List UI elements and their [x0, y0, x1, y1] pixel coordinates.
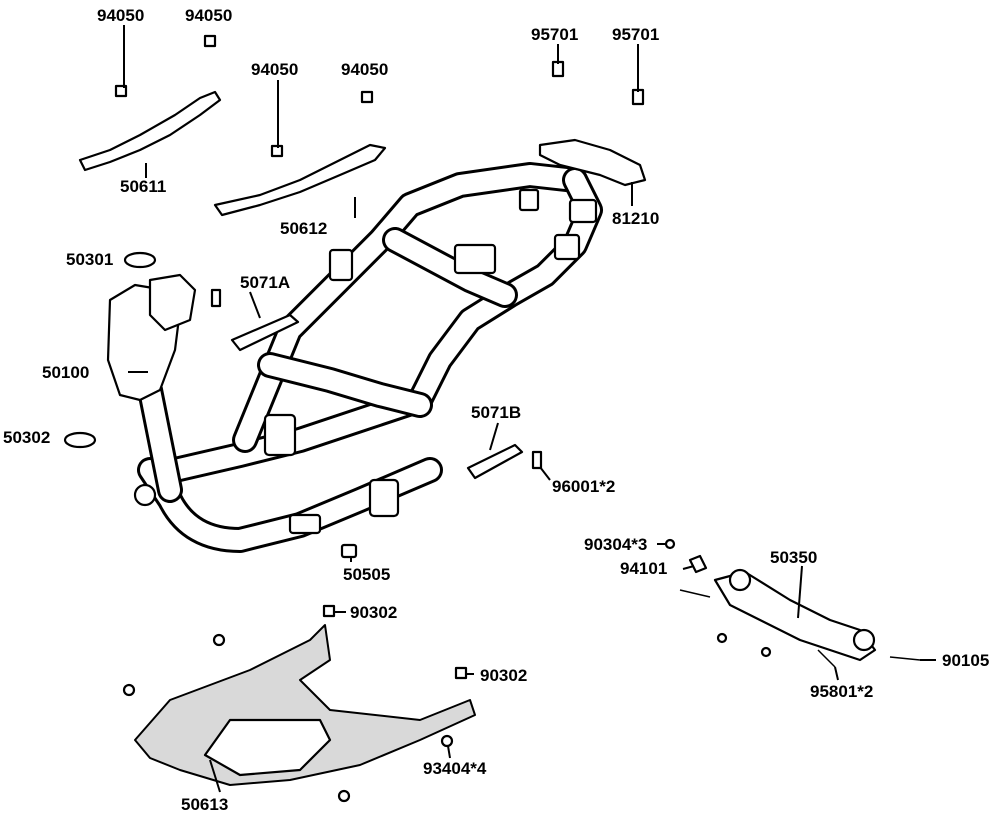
- label-95701-b: 95701: [612, 25, 659, 44]
- under-cover-50613: [122, 604, 476, 803]
- bracket-50612: [213, 143, 387, 217]
- engine-hanger-50350: [664, 538, 921, 668]
- label-5071B: 5071B: [471, 403, 521, 422]
- label-93404: 93404*4: [423, 759, 487, 778]
- footrest-5071A: [230, 313, 300, 352]
- label-50505: 50505: [343, 565, 390, 584]
- label-94050-b: 94050: [185, 6, 232, 25]
- label-90302-a: 90302: [350, 603, 397, 622]
- part-50505: [340, 543, 358, 559]
- label-5071A: 5071A: [240, 273, 290, 292]
- label-50301: 50301: [66, 250, 113, 269]
- label-90105: 90105: [942, 651, 989, 670]
- label-90302-b: 90302: [480, 666, 527, 685]
- label-96001: 96001*2: [552, 477, 615, 496]
- label-90304: 90304*3: [584, 535, 647, 554]
- bracket-50611: [78, 90, 222, 172]
- label-94101: 94101: [620, 559, 667, 578]
- label-50350: 50350: [770, 548, 817, 567]
- footrest-5071B: [466, 443, 524, 480]
- label-50302: 50302: [3, 428, 50, 447]
- label-95801: 95801*2: [810, 682, 873, 701]
- label-50612: 50612: [280, 219, 327, 238]
- label-81210: 81210: [612, 209, 659, 228]
- label-50613: 50613: [181, 795, 228, 814]
- label-50100: 50100: [42, 363, 89, 382]
- label-94050-a: 94050: [97, 6, 144, 25]
- fasteners: [63, 34, 645, 470]
- part-labels: 94050 94050 94050 94050 95701 95701 5061…: [3, 6, 989, 814]
- label-50611: 50611: [120, 177, 166, 196]
- label-94050-d: 94050: [341, 60, 388, 79]
- rear-bracket-81210: [538, 138, 647, 187]
- label-94050-c: 94050: [251, 60, 298, 79]
- leader-lines: [123, 25, 936, 793]
- main-frame-50100: [106, 162, 603, 553]
- label-95701-a: 95701: [531, 25, 578, 44]
